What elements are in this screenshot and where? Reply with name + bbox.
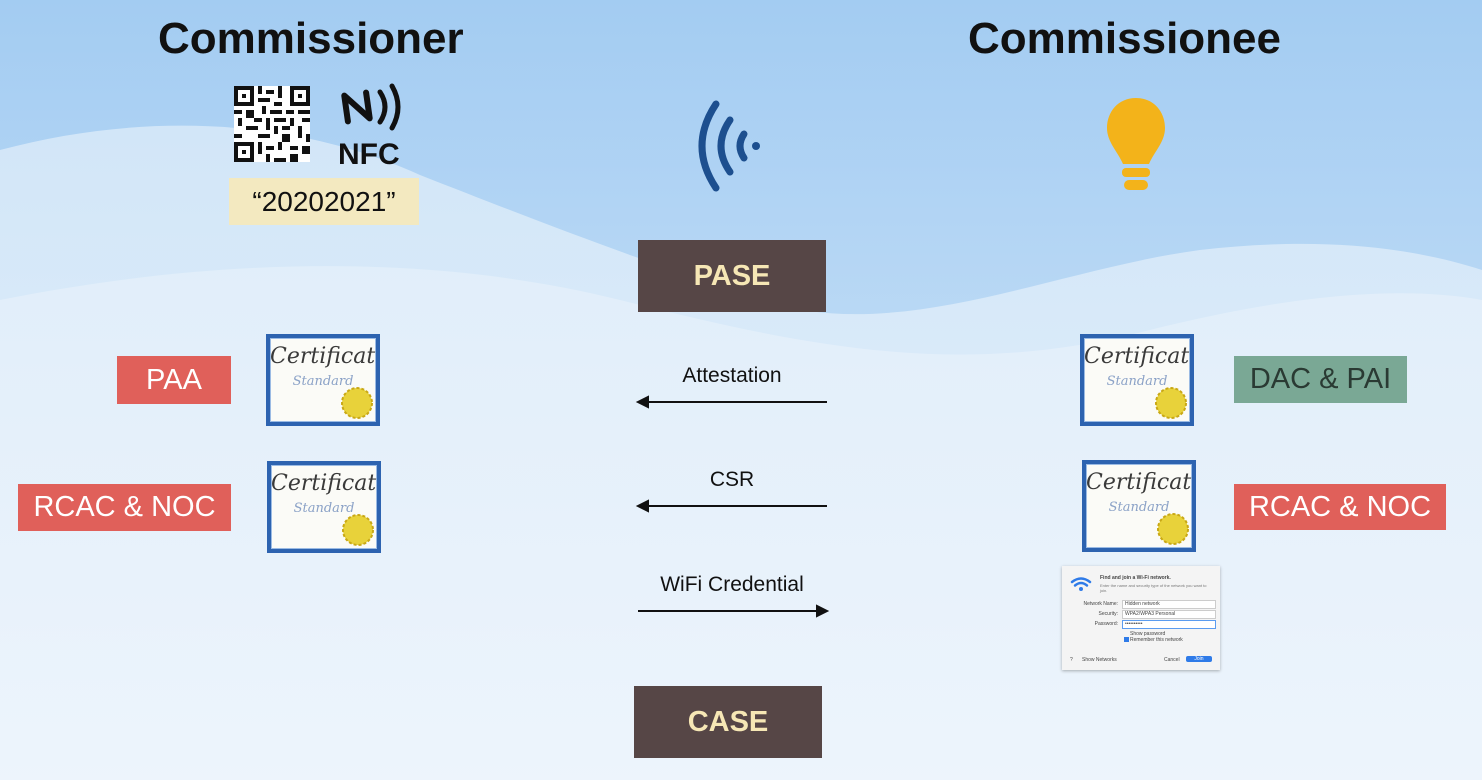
case-box: CASE: [634, 686, 822, 758]
rcac-noc-label-commissioner: RCAC & NOC: [18, 484, 231, 531]
certificate-subtitle: Standard: [292, 374, 354, 389]
light-bulb-icon: [1107, 98, 1165, 190]
certificate-subtitle: Standard: [1106, 374, 1168, 389]
message-label-wifi-credential: WiFi Credential: [660, 573, 804, 596]
password-field[interactable]: ••••••••••: [1122, 620, 1216, 629]
show-password-checkbox[interactable]: Show password: [1130, 631, 1166, 637]
nfc-label: NFC: [338, 138, 400, 171]
arrow-csr-head: [635, 499, 649, 513]
dialog-heading: Find and join a Wi-Fi network.: [1100, 575, 1171, 581]
security-label: Security:: [1098, 611, 1118, 617]
certificate-title: Certificate: [1086, 470, 1196, 495]
rcac-noc-certificate-commissionee: Certificate Standard: [1082, 460, 1196, 552]
certificate-seal-icon: [1157, 513, 1189, 545]
network-name-label: Network Name:: [1083, 601, 1118, 607]
certificate-subtitle: Standard: [1108, 500, 1170, 515]
security-select[interactable]: WPA2/WPA3 Personal: [1122, 610, 1216, 619]
wifi-join-dialog: Find and join a Wi-Fi network. Enter the…: [1062, 566, 1220, 670]
arrow-wifi-credential-head: [816, 604, 830, 618]
wireless-signal-icon: [698, 100, 760, 192]
rcac-noc-certificate-commissioner: Certificate Standard: [267, 461, 381, 553]
dialog-subtext: Enter the name and security type of the …: [1100, 583, 1207, 593]
certificate-subtitle: Standard: [293, 501, 355, 516]
qr-code-icon: [234, 86, 310, 162]
certificate-title: Certificate: [271, 471, 381, 496]
remember-checkbox-box[interactable]: [1124, 637, 1129, 642]
join-button[interactable]: Join: [1186, 656, 1212, 662]
message-label-attestation: Attestation: [682, 364, 782, 387]
arrow-attestation-head: [635, 395, 649, 409]
rcac-noc-label-commissionee: RCAC & NOC: [1234, 484, 1446, 530]
show-networks-button[interactable]: Show Networks: [1082, 657, 1117, 663]
remember-network-label: Remember this network: [1130, 637, 1183, 643]
paa-certificate: Certificate Standard: [266, 334, 380, 426]
cancel-button[interactable]: Cancel: [1164, 657, 1180, 663]
certificate-title: Certificate: [270, 344, 380, 369]
help-button[interactable]: ?: [1070, 657, 1073, 663]
paa-label: PAA: [117, 356, 231, 404]
network-name-field[interactable]: Hidden network: [1122, 600, 1216, 609]
commissionee-title: Commissionee: [968, 14, 1281, 63]
dac-pai-label: DAC & PAI: [1234, 356, 1407, 403]
dac-pai-certificate: Certificate Standard: [1080, 334, 1194, 426]
commissioner-title: Commissioner: [158, 14, 464, 63]
certificate-seal-icon: [341, 387, 373, 419]
certificate-title: Certificate: [1084, 344, 1194, 369]
certificate-seal-icon: [1155, 387, 1187, 419]
wifi-icon: [1070, 577, 1092, 591]
password-label: Password:: [1094, 621, 1118, 627]
setup-passcode: “20202021”: [229, 178, 419, 225]
message-label-csr: CSR: [709, 468, 755, 491]
pase-box: PASE: [638, 240, 826, 312]
nfc-icon: [341, 83, 401, 131]
message-arrows: [635, 395, 830, 618]
certificate-seal-icon: [342, 514, 374, 546]
